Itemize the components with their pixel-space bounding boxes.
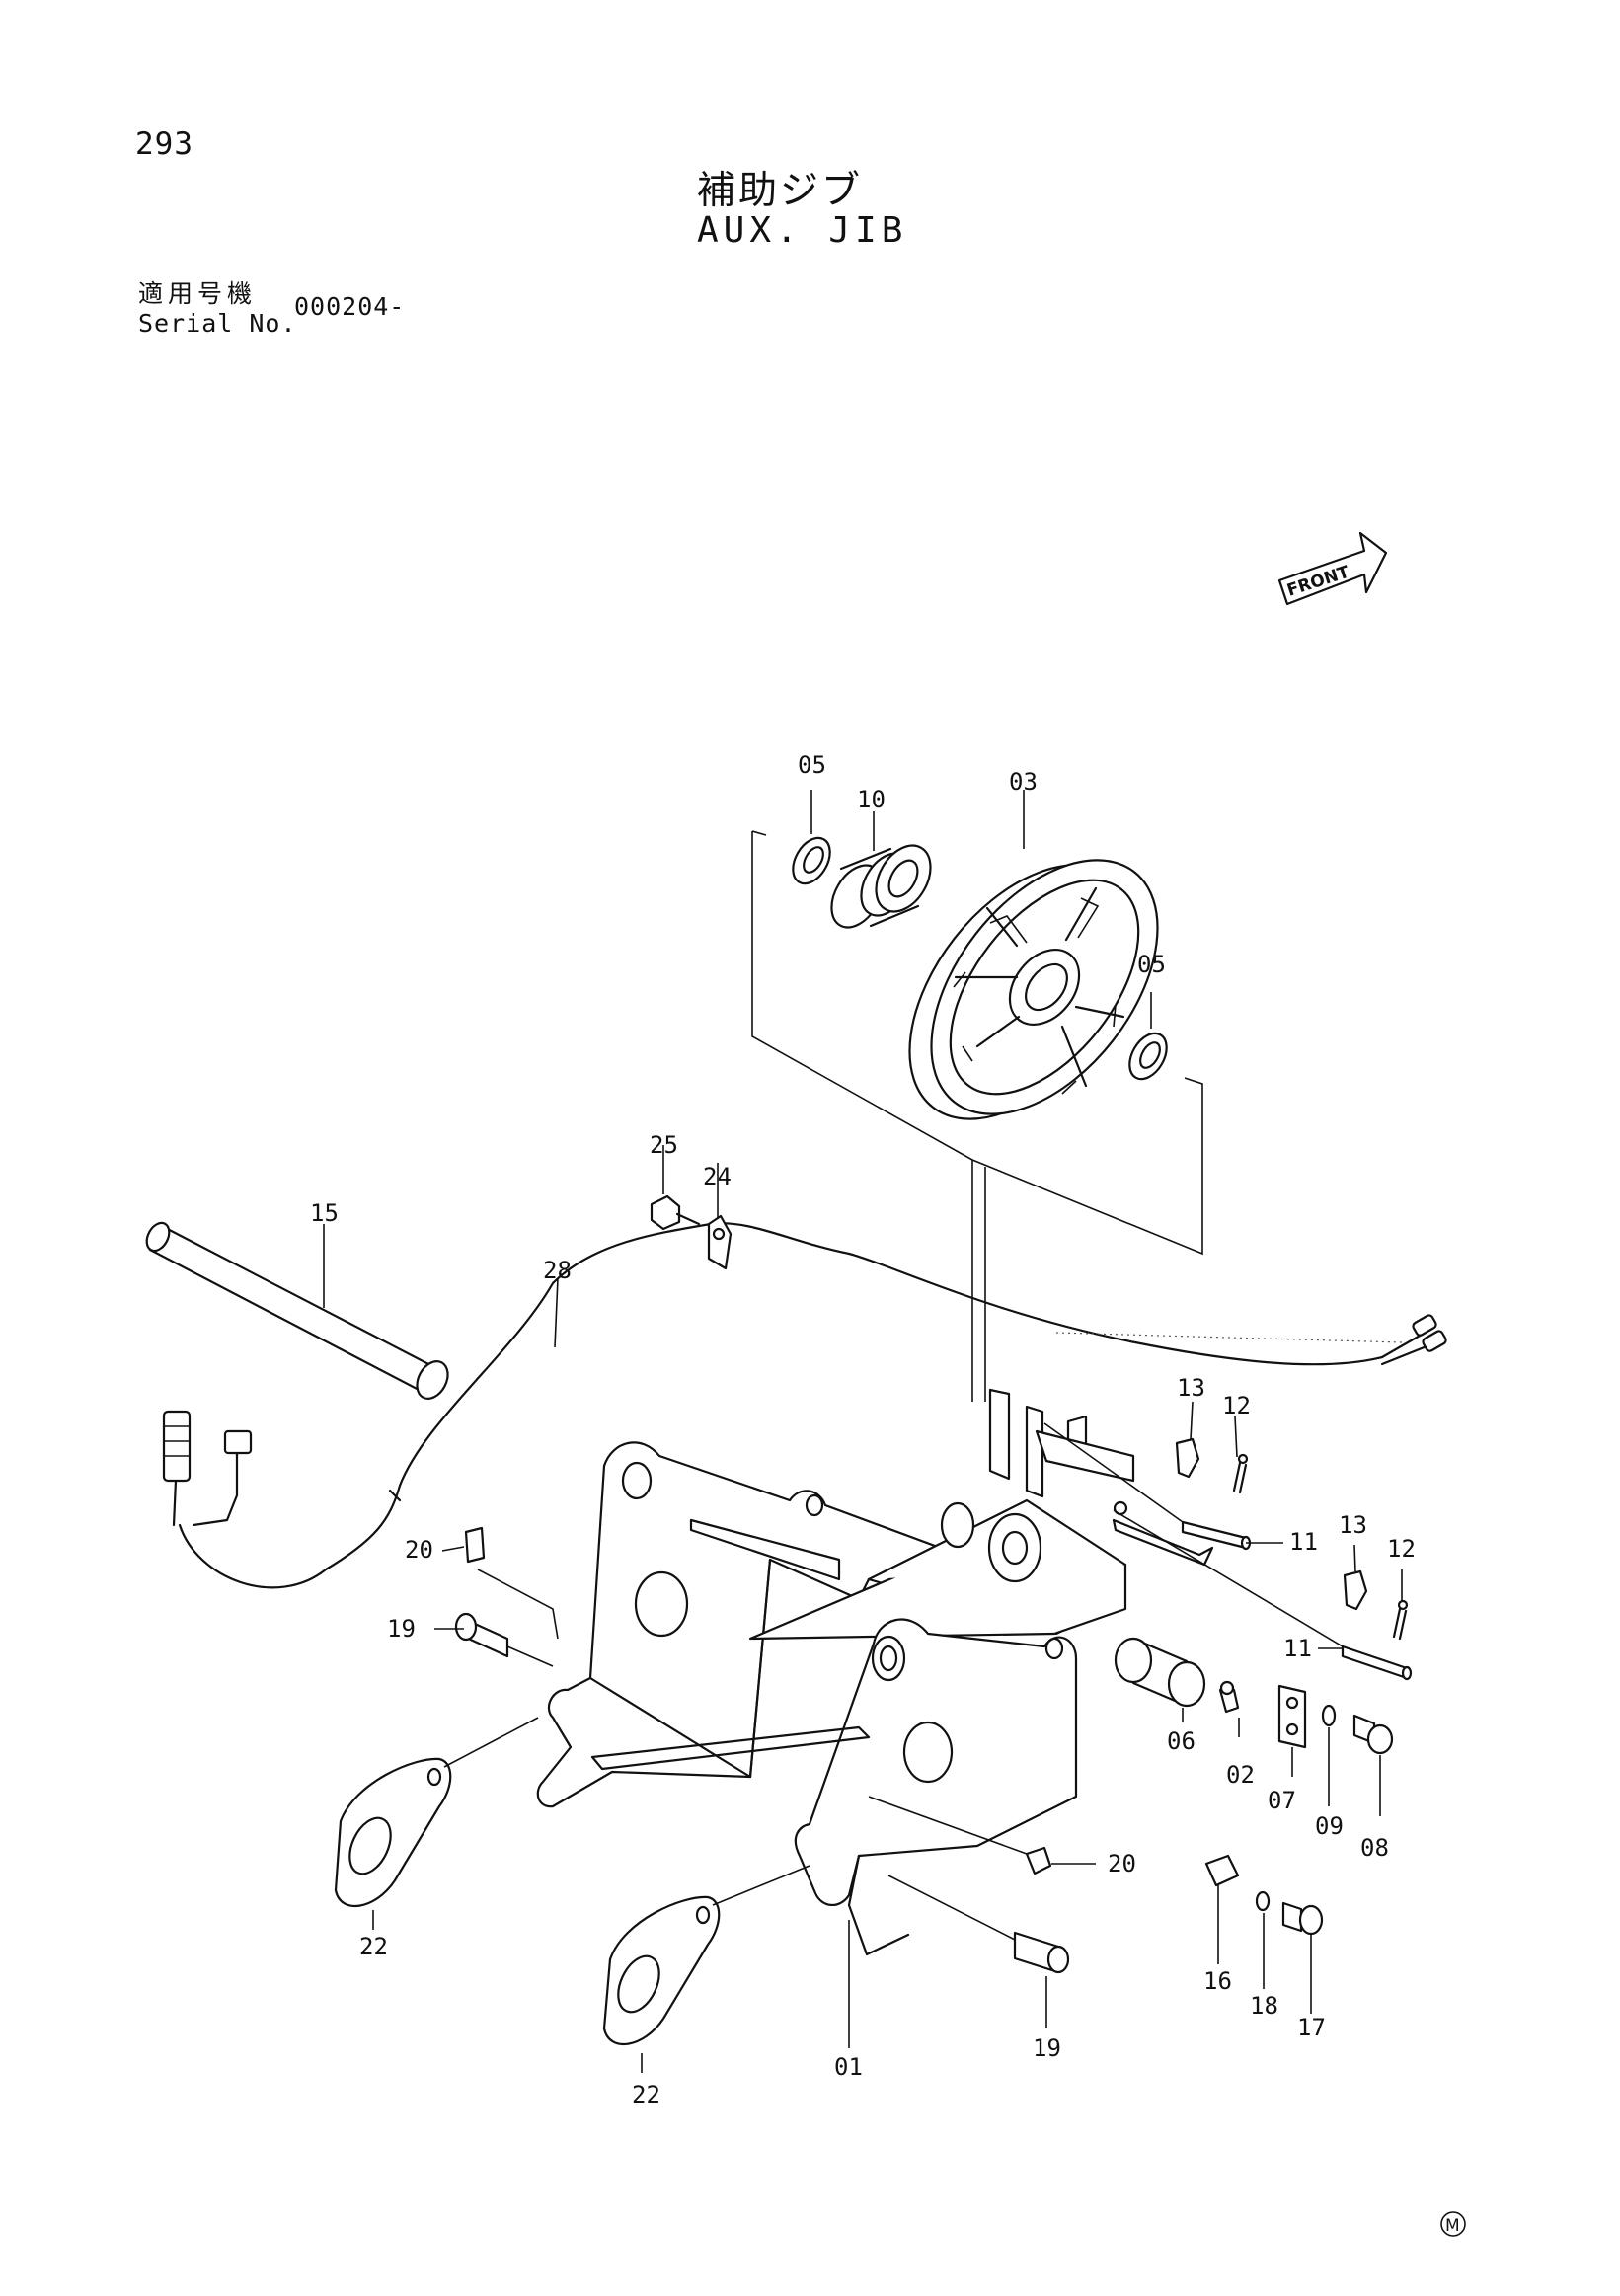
serial-label-japanese: 適用号機	[138, 279, 258, 308]
callout-12-upper: 12	[1222, 1392, 1251, 1419]
clamp-plate	[1204, 1854, 1240, 1887]
plate-bolt	[1352, 1714, 1394, 1755]
callout-02: 02	[1226, 1761, 1255, 1789]
callout-11-upper: 11	[1289, 1528, 1318, 1556]
spring-clip-lower	[1343, 1569, 1368, 1611]
m-mark-icon: M	[1440, 2211, 1466, 2237]
washer-left	[792, 836, 831, 885]
lock-washer	[1255, 1890, 1271, 1912]
bushing	[830, 844, 932, 929]
grease-fitting	[1218, 1680, 1240, 1714]
callout-22-left: 22	[359, 1933, 388, 1960]
callout-06: 06	[1167, 1727, 1196, 1755]
stopper-plate	[1277, 1684, 1307, 1749]
callout-07: 07	[1268, 1787, 1296, 1814]
callout-05-right: 05	[1137, 951, 1166, 978]
spacer-plate-left	[334, 1717, 539, 1908]
plate-washer	[1321, 1704, 1337, 1727]
retainer-clip-lower	[868, 1796, 1052, 1875]
callout-24: 24	[703, 1163, 732, 1190]
front-arrow-icon: FRONT	[1277, 531, 1388, 606]
callout-01: 01	[834, 2053, 863, 2081]
jib-bracket-frame	[536, 1388, 1214, 1956]
callout-19-upper: 19	[387, 1615, 416, 1643]
page-number: 293	[135, 126, 193, 162]
callout-08: 08	[1360, 1834, 1389, 1862]
spacer-plate-right	[602, 1865, 810, 2046]
pin-rod	[145, 1221, 449, 1400]
leader-lines	[323, 790, 1403, 2073]
clamp-bolt	[650, 1194, 701, 1231]
cotter-pin-lower	[1392, 1599, 1409, 1641]
callout-03: 03	[1009, 768, 1038, 796]
callout-16: 16	[1203, 1967, 1232, 1995]
callout-22-right: 22	[632, 2081, 660, 2108]
sheave-wheel	[908, 859, 1159, 1120]
callout-15: 15	[310, 1199, 339, 1227]
callout-20-lower: 20	[1108, 1850, 1136, 1877]
lock-pin-upper	[1043, 1422, 1252, 1551]
frame-pin	[1114, 1637, 1206, 1708]
serial-number-value: 000204-	[294, 292, 406, 321]
callout-13-upper: 13	[1177, 1374, 1205, 1402]
hinge-pin-upper	[454, 1612, 554, 1667]
m-mark-letter: M	[1445, 2216, 1460, 2236]
callout-17: 17	[1297, 2014, 1326, 2041]
front-arrow-label: FRONT	[1284, 563, 1351, 601]
cable-clamp	[707, 1214, 733, 1270]
hex-bolt	[1281, 1901, 1324, 1936]
lock-pin-lower	[1113, 1509, 1413, 1681]
cable-harness	[162, 1222, 1447, 1589]
callout-09: 09	[1315, 1812, 1344, 1840]
serial-label-english: Serial No.	[138, 309, 297, 338]
callout-20-upper: 20	[405, 1536, 433, 1564]
callout-05-left: 05	[798, 751, 826, 779]
spring-clip-upper	[1175, 1437, 1200, 1479]
sheave-group-outline	[751, 830, 1203, 1402]
callout-12-lower: 12	[1387, 1535, 1416, 1563]
page-title-english: AUX. JIB	[697, 210, 908, 251]
callout-13-lower: 13	[1339, 1511, 1367, 1539]
hinge-pin-lower	[887, 1875, 1070, 1974]
callout-10: 10	[857, 786, 886, 813]
callout-18: 18	[1250, 1992, 1278, 2020]
callout-11-lower: 11	[1283, 1635, 1312, 1662]
cotter-pin-upper	[1232, 1453, 1249, 1494]
page-title-japanese: 補助ジブ	[697, 169, 864, 213]
callout-25: 25	[650, 1131, 678, 1159]
callout-19-lower: 19	[1033, 2034, 1061, 2062]
washer-right	[1128, 1032, 1168, 1081]
callout-28: 28	[543, 1257, 572, 1284]
retainer-clip-upper	[464, 1526, 559, 1640]
